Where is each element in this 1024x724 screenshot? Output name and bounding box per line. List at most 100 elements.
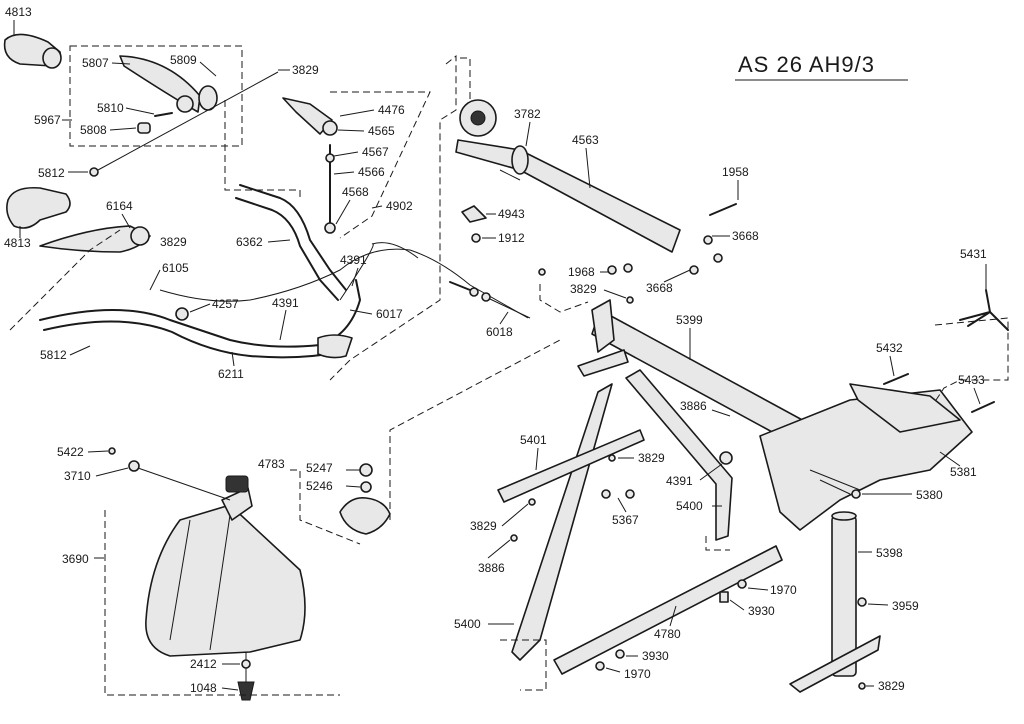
cable-end-6018 <box>449 281 531 319</box>
label-3829-d: 3829 <box>638 451 665 465</box>
leader-5401 <box>535 447 539 471</box>
label-1970-a: 1970 <box>770 583 797 597</box>
leader-5808 <box>109 127 137 131</box>
leader-3829c <box>603 289 627 299</box>
label-5246: 5246 <box>306 479 333 493</box>
label-5400-a: 5400 <box>676 499 703 513</box>
clamp-4391c <box>719 451 733 465</box>
label-5432: 5432 <box>876 341 903 355</box>
label-3959: 3959 <box>892 599 919 613</box>
label-3690: 3690 <box>62 552 89 566</box>
bracket-4943 <box>461 205 487 223</box>
leader-6362 <box>267 239 291 243</box>
leader-4567 <box>333 151 359 157</box>
handlebar-upper-arm <box>239 184 347 291</box>
bolt-3959 <box>857 597 867 607</box>
guide-tube-assembly <box>455 99 737 275</box>
label-5431: 5431 <box>960 247 987 261</box>
post-top <box>831 511 857 521</box>
frame-dash-a <box>329 54 457 381</box>
leader-4476 <box>339 109 375 117</box>
grip-lower <box>6 186 71 229</box>
label-5967: 5967 <box>34 113 61 127</box>
label-5433: 5433 <box>958 373 985 387</box>
label-4476: 4476 <box>378 103 405 117</box>
label-3710: 3710 <box>64 469 91 483</box>
dash-a <box>224 100 301 200</box>
label-5381: 5381 <box>950 465 977 479</box>
cable-end-nut-2 <box>481 292 491 302</box>
label-4902: 4902 <box>386 199 413 213</box>
cap-bracket <box>290 469 361 545</box>
washer-4568 <box>324 222 336 234</box>
main-frame-assembly <box>497 268 1009 693</box>
cable-end-rod <box>449 281 471 291</box>
choke-pivot <box>322 120 338 136</box>
part-labels: 4813 5807 5809 3829 5967 5810 5808 5812 … <box>4 5 987 695</box>
leader-6018 <box>499 311 509 325</box>
label-5399: 5399 <box>676 313 703 327</box>
label-5810: 5810 <box>97 101 124 115</box>
drain-2412 <box>241 659 251 669</box>
label-4567: 4567 <box>362 145 389 159</box>
label-5367: 5367 <box>612 513 639 527</box>
label-4568: 4568 <box>342 185 369 199</box>
fuel-tank-seams <box>169 514 231 651</box>
label-4943: 4943 <box>498 207 525 221</box>
washer-4567 <box>325 153 335 163</box>
label-4566: 4566 <box>358 165 385 179</box>
title-text: AS 26 AH9/3 <box>738 52 875 77</box>
label-6211: 6211 <box>218 367 244 381</box>
label-5247: 5247 <box>306 461 333 475</box>
washer-3668a <box>703 235 713 245</box>
cable-clamp <box>175 307 189 321</box>
cable-end-spring <box>489 298 531 319</box>
leader-1048 <box>221 687 239 691</box>
bolt-1958 <box>709 203 737 216</box>
leader-5812b <box>69 345 91 356</box>
leg-5400-right <box>625 369 733 541</box>
leg-5400-left <box>511 383 613 661</box>
label-5400-b: 5400 <box>454 617 481 631</box>
label-6018: 6018 <box>486 325 513 339</box>
handlebar-assembly <box>3 33 529 381</box>
guide-tube-4563 <box>455 139 681 253</box>
label-3829-f: 3829 <box>878 679 905 693</box>
label-5380: 5380 <box>916 488 943 502</box>
leader-4257 <box>189 303 211 313</box>
label-3668-a: 3668 <box>732 229 759 243</box>
lever-lower-clamp <box>130 226 150 246</box>
screw-5812 <box>89 167 99 177</box>
washer-1968 <box>623 263 633 273</box>
leader-3782 <box>525 121 531 147</box>
leader-6105 <box>149 269 161 291</box>
label-4257: 4257 <box>212 297 239 311</box>
gearbox-fins <box>809 469 861 495</box>
bolt-5367a <box>601 489 611 499</box>
tube-tab <box>499 169 521 181</box>
frame-dash-c <box>539 284 589 313</box>
label-3930-a: 3930 <box>748 604 775 618</box>
bolt-3886b <box>510 534 518 542</box>
handlebar-upper-arm-2 <box>235 197 339 301</box>
leader-5246 <box>345 485 361 488</box>
seal-3710 <box>128 460 140 472</box>
post-base <box>789 635 881 693</box>
foot-rail-4780 <box>553 545 783 675</box>
handlebar-tube-lower <box>43 320 341 359</box>
brace-5401 <box>497 429 645 503</box>
label-4813-mid: 4813 <box>4 236 31 250</box>
label-3829-b: 3829 <box>160 235 187 249</box>
leader-4568 <box>335 199 351 225</box>
lever-pivot <box>176 95 194 113</box>
label-2412: 2412 <box>190 657 217 671</box>
leader-3829e <box>501 503 529 527</box>
washer-3668b <box>713 253 723 263</box>
leader-4565 <box>337 129 365 132</box>
nut-3930b <box>615 649 625 659</box>
gearbox-cover <box>849 383 961 433</box>
leader-4902 <box>371 205 383 209</box>
throttle-cable-2 <box>339 242 419 301</box>
label-6164: 6164 <box>106 199 133 213</box>
label-1912: 1912 <box>498 231 525 245</box>
